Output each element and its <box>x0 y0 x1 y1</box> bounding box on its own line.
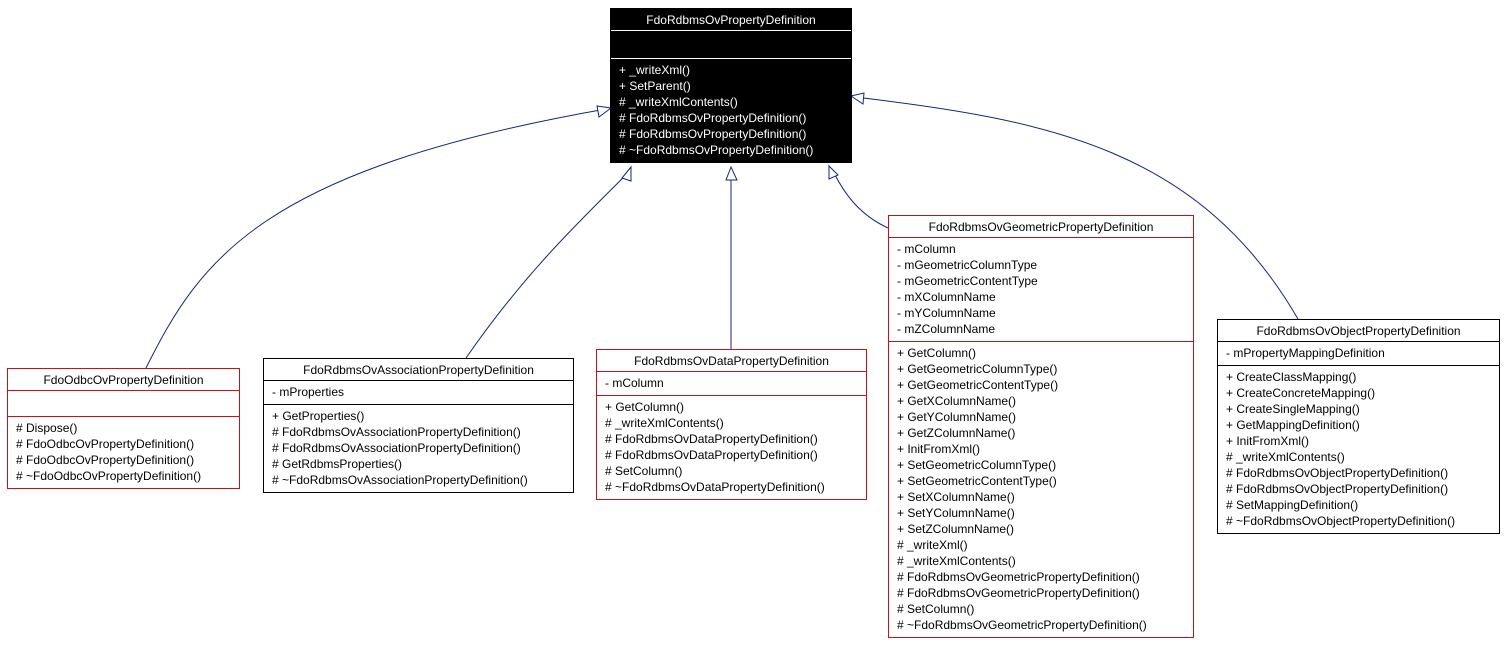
arrowhead-object <box>849 92 865 105</box>
method-item: # FdoRdbmsOvDataPropertyDefinition() <box>605 432 818 446</box>
class-attributes: - mProperties <box>264 380 573 404</box>
method-item: # _writeXml() <box>897 538 968 552</box>
method-item: # _writeXmlContents() <box>897 554 1016 568</box>
method-item: + GetXColumnName() <box>897 394 1017 408</box>
method-item: + InitFromXml() <box>897 442 981 456</box>
method-item: # ~FdoRdbmsOvDataPropertyDefinition() <box>605 480 825 494</box>
method-item: # ~FdoRdbmsOvGeometricPropertyDefinition… <box>897 618 1147 632</box>
attribute-item: - mGeometricColumnType <box>897 258 1038 272</box>
edge-association-to-base <box>465 170 631 359</box>
class-attributes: - mPropertyMappingDefinition <box>1218 341 1499 365</box>
class-title: FdoRdbmsOvPropertyDefinition <box>646 13 816 27</box>
method-item: + _writeXml() <box>619 63 691 77</box>
method-item: # ~FdoOdbcOvPropertyDefinition() <box>16 469 202 483</box>
method-item: + CreateSingleMapping() <box>1226 402 1360 416</box>
method-item: + CreateClassMapping() <box>1226 370 1357 384</box>
method-item: # SetColumn() <box>605 464 683 478</box>
arrowhead-odbc <box>596 105 613 118</box>
method-item: + GetProperties() <box>272 409 365 423</box>
method-item: # SetColumn() <box>897 602 975 616</box>
method-item: + SetXColumnName() <box>897 490 1015 504</box>
method-item: # FdoOdbcOvPropertyDefinition() <box>16 437 195 451</box>
method-item: # FdoRdbmsOvObjectPropertyDefinition() <box>1226 482 1449 496</box>
arrowhead-geometric <box>828 164 839 180</box>
edge-geometric-to-base <box>832 170 889 229</box>
class-title: FdoRdbmsOvDataPropertyDefinition <box>634 354 829 368</box>
class-methods: + GetColumn() # _writeXmlContents() # Fd… <box>597 395 866 499</box>
method-item: # FdoRdbmsOvGeometricPropertyDefinition(… <box>897 586 1140 600</box>
method-item: + GetColumn() <box>897 346 977 360</box>
method-item: # FdoRdbmsOvPropertyDefinition() <box>619 111 807 125</box>
method-item: + GetColumn() <box>605 400 685 414</box>
arrowhead-data <box>725 165 738 181</box>
attribute-item: - mZColumnName <box>897 322 996 336</box>
class-methods: + GetProperties() # FdoRdbmsOvAssociatio… <box>264 404 573 492</box>
method-item: # _writeXmlContents() <box>619 95 738 109</box>
method-item: + SetGeometricContentType() <box>897 474 1057 488</box>
method-item: # Dispose() <box>16 421 78 435</box>
method-item: + GetYColumnName() <box>897 410 1017 424</box>
class-title: FdoRdbmsOvGeometricPropertyDefinition <box>928 220 1154 234</box>
method-item: + CreateConcreteMapping() <box>1226 386 1376 400</box>
attribute-item: - mColumn <box>605 376 664 390</box>
class-attributes <box>8 390 239 416</box>
class-title: FdoOdbcOvPropertyDefinition <box>43 373 204 387</box>
class-attributes <box>611 30 851 58</box>
method-item: # FdoRdbmsOvPropertyDefinition() <box>619 127 807 141</box>
edge-odbc-to-base <box>145 108 607 369</box>
attribute-item: - mPropertyMappingDefinition <box>1226 346 1385 360</box>
method-item: + SetZColumnName() <box>897 522 1015 536</box>
method-item: # FdoRdbmsOvGeometricPropertyDefinition(… <box>897 570 1140 584</box>
class-methods: # Dispose() # FdoOdbcOvPropertyDefinitio… <box>8 416 239 488</box>
class-attributes: - mColumn - mGeometricColumnType - mGeom… <box>889 237 1193 341</box>
method-item: # ~FdoRdbmsOvAssociationPropertyDefiniti… <box>272 473 528 487</box>
class-methods: + _writeXml() + SetParent() # _writeXmlC… <box>611 58 851 162</box>
attribute-item: - mColumn <box>897 242 956 256</box>
method-item: # FdoRdbmsOvAssociationPropertyDefinitio… <box>272 441 521 455</box>
class-attributes: - mColumn <box>597 371 866 395</box>
arrowhead-association <box>621 165 632 182</box>
class-title: FdoRdbmsOvAssociationPropertyDefinition <box>303 363 534 377</box>
attribute-item: - mGeometricContentType <box>897 274 1038 288</box>
class-box-object[interactable]: FdoRdbmsOvObjectPropertyDefinition - mPr… <box>1217 319 1500 534</box>
method-item: # FdoRdbmsOvDataPropertyDefinition() <box>605 448 818 462</box>
method-item: # ~FdoRdbmsOvPropertyDefinition() <box>619 143 814 157</box>
class-box-association[interactable]: FdoRdbmsOvAssociationPropertyDefinition … <box>263 358 574 493</box>
method-item: + GetMappingDefinition() <box>1226 418 1360 432</box>
class-box-geometric[interactable]: FdoRdbmsOvGeometricPropertyDefinition - … <box>888 215 1194 638</box>
class-box-data[interactable]: FdoRdbmsOvDataPropertyDefinition - mColu… <box>596 349 867 500</box>
method-item: + SetYColumnName() <box>897 506 1015 520</box>
class-methods: + GetColumn() + GetGeometricColumnType()… <box>889 341 1193 637</box>
method-item: + GetGeometricContentType() <box>897 378 1059 392</box>
class-box-odbc[interactable]: FdoOdbcOvPropertyDefinition # Dispose() … <box>7 368 240 489</box>
method-item: # _writeXmlContents() <box>605 416 724 430</box>
method-item: # FdoRdbmsOvAssociationPropertyDefinitio… <box>272 425 521 439</box>
attribute-item: - mXColumnName <box>897 290 996 304</box>
method-item: + InitFromXml() <box>1226 434 1310 448</box>
class-methods: + CreateClassMapping() + CreateConcreteM… <box>1218 365 1499 533</box>
method-item: # SetMappingDefinition() <box>1226 498 1359 512</box>
method-item: + GetZColumnName() <box>897 426 1016 440</box>
method-item: + SetParent() <box>619 79 691 93</box>
attribute-item: - mYColumnName <box>897 306 996 320</box>
method-item: # FdoOdbcOvPropertyDefinition() <box>16 453 195 467</box>
method-item: + GetGeometricColumnType() <box>897 362 1058 376</box>
method-item: # _writeXmlContents() <box>1226 450 1345 464</box>
class-box-base[interactable]: FdoRdbmsOvPropertyDefinition + _writeXml… <box>610 8 852 163</box>
method-item: # ~FdoRdbmsOvObjectPropertyDefinition() <box>1226 514 1456 528</box>
method-item: # FdoRdbmsOvObjectPropertyDefinition() <box>1226 466 1449 480</box>
edge-object-to-base <box>854 96 1299 320</box>
method-item: # GetRdbmsProperties() <box>272 457 403 471</box>
class-title: FdoRdbmsOvObjectPropertyDefinition <box>1256 324 1461 338</box>
attribute-item: - mProperties <box>272 385 345 399</box>
method-item: + SetGeometricColumnType() <box>897 458 1057 472</box>
